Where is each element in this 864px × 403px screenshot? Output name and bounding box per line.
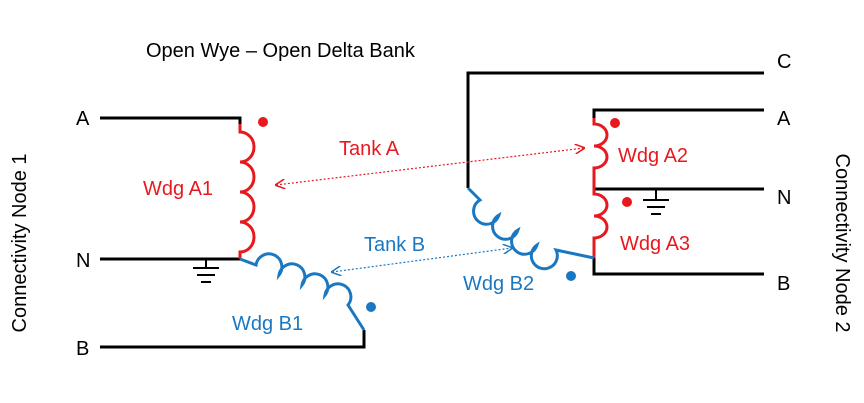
winding-b2-label: Wdg B2 [463, 273, 534, 295]
wire-c-right [466, 71, 764, 188]
winding-b2-coil [466, 186, 595, 271]
terminal-n-right: N [777, 187, 791, 209]
tank-b-link: Tank B [332, 234, 512, 272]
wire-b-left [100, 330, 366, 349]
winding-a2-coil [592, 118, 609, 189]
ground-symbol-right [643, 189, 669, 215]
diagram-title: Open Wye – Open Delta Bank [146, 40, 416, 62]
wire-a-left [100, 116, 242, 124]
tank-b-label: Tank B [364, 234, 425, 256]
winding-a3-coil [592, 189, 609, 258]
terminal-b-right: B [777, 273, 790, 295]
winding-a3-label: Wdg A3 [620, 233, 690, 255]
terminal-a-right: A [777, 108, 791, 130]
tank-a-label: Tank A [339, 138, 400, 160]
winding-a1-label: Wdg A1 [143, 178, 213, 200]
winding-a1-coil [238, 124, 256, 259]
winding-b1-label: Wdg B1 [232, 313, 303, 335]
open-wye-side: A N B Wdg A1 Wdg B1 [76, 108, 376, 360]
tank-a-arrow [276, 148, 584, 185]
polarity-dot-b2 [566, 271, 576, 281]
connectivity-node-1-label: Connectivity Node 1 [9, 154, 31, 333]
polarity-dot-a2 [610, 118, 620, 128]
terminal-b-left: B [76, 338, 89, 360]
ground-symbol-left [193, 259, 219, 283]
wire-a-right [592, 108, 764, 118]
polarity-dot-a1 [258, 117, 268, 127]
polarity-dot-b1 [366, 302, 376, 312]
connectivity-node-2-label: Connectivity Node 2 [831, 154, 853, 333]
wire-b-right [592, 258, 764, 276]
winding-a2-label: Wdg A2 [618, 145, 688, 167]
polarity-dot-a3 [622, 197, 632, 207]
winding-b1-coil [239, 252, 366, 331]
terminal-c-right: C [777, 51, 791, 73]
open-delta-side: C A N B Wdg A2 Wdg A3 Wdg B2 [463, 51, 791, 295]
terminal-a-left: A [76, 108, 90, 130]
terminal-n-left: N [76, 250, 90, 272]
tank-a-link: Tank A [276, 138, 584, 185]
